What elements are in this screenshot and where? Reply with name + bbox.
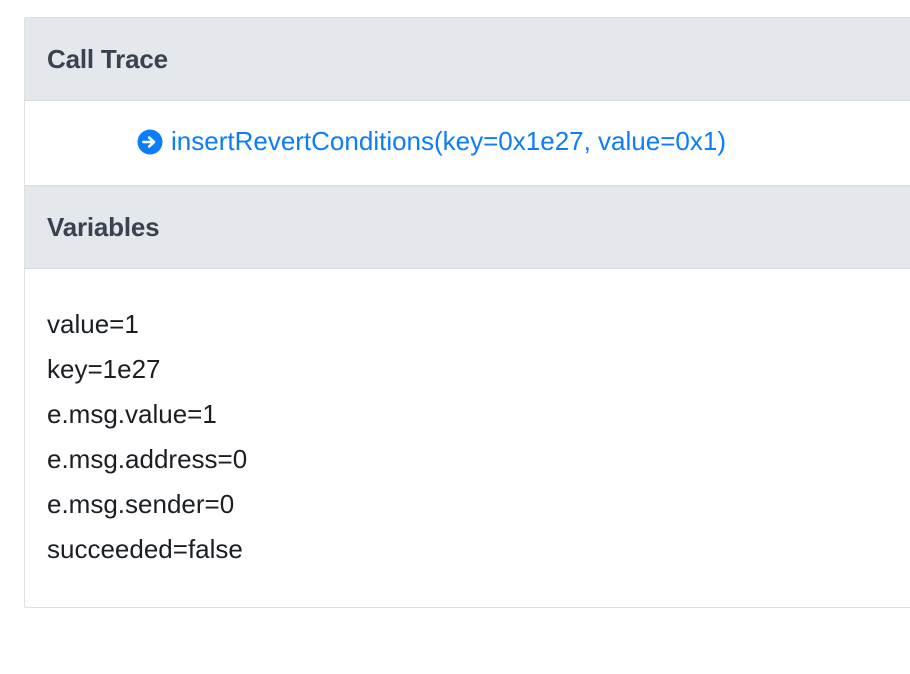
variables-body: value=1 key=1e27 e.msg.value=1 e.msg.add… bbox=[25, 269, 910, 607]
variables-header: Variables bbox=[25, 186, 910, 269]
variable-row: e.msg.sender=0 bbox=[47, 489, 235, 519]
call-trace-entry-label[interactable]: insertRevertConditions(key=0x1e27, value… bbox=[171, 126, 726, 157]
variable-row: e.msg.value=1 bbox=[47, 399, 217, 429]
variables-title: Variables bbox=[47, 212, 160, 242]
call-trace-entry[interactable]: insertRevertConditions(key=0x1e27, value… bbox=[47, 119, 901, 165]
call-trace-title: Call Trace bbox=[47, 44, 168, 74]
variable-row: e.msg.address=0 bbox=[47, 444, 248, 474]
debug-card: Call Trace insertRevertConditions(key=0x… bbox=[24, 17, 910, 608]
variable-row: succeeded=false bbox=[47, 534, 243, 564]
arrow-right-circle-icon bbox=[137, 129, 163, 155]
variable-row: key=1e27 bbox=[47, 354, 161, 384]
call-trace-header: Call Trace bbox=[25, 18, 910, 101]
call-trace-body: insertRevertConditions(key=0x1e27, value… bbox=[25, 101, 910, 186]
variable-row: value=1 bbox=[47, 309, 139, 339]
